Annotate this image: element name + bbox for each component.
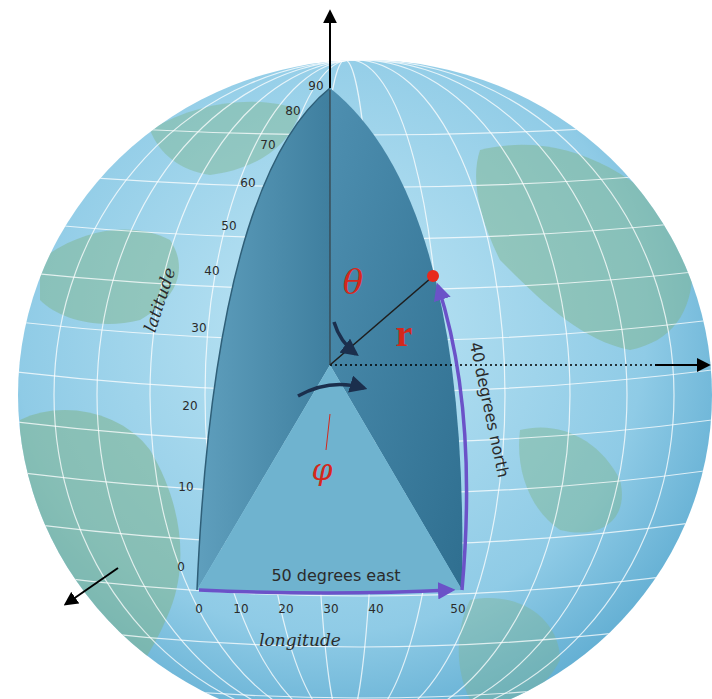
longitude-tick: 50	[450, 603, 465, 615]
latitude-tick: 60	[240, 177, 255, 189]
phi-leader	[326, 414, 330, 450]
latitude-tick: 90	[308, 80, 323, 92]
longitude-tick: 30	[323, 603, 338, 615]
point-marker	[427, 270, 439, 282]
latitude-tick: 20	[182, 400, 197, 412]
latitude-tick: 30	[191, 322, 206, 334]
latitude-tick: 50	[221, 220, 236, 232]
longitude-tick: 40	[368, 603, 383, 615]
y-axis	[655, 364, 708, 366]
vector-symbol: r	[396, 314, 413, 352]
y-axis-inner	[330, 364, 655, 366]
z-axis	[329, 12, 331, 88]
latitude-tick: 10	[178, 481, 193, 493]
longitude-tick: 0	[195, 603, 203, 615]
x-axis	[66, 568, 118, 604]
latitude-tick: 40	[204, 265, 219, 277]
graticule	[0, 60, 712, 699]
longitude-tick: 10	[233, 603, 248, 615]
latitude-tick: 80	[285, 105, 300, 117]
phi-arrow	[298, 384, 364, 396]
equator-plane	[197, 365, 462, 593]
latitude-tick: 70	[260, 139, 275, 151]
longitude-tick: 20	[278, 603, 293, 615]
polar-axis-inner	[330, 90, 331, 365]
theta-arrow	[334, 322, 356, 354]
globe-sphere	[18, 60, 712, 699]
prime-meridian-edge	[197, 88, 330, 590]
angle-symbol: θ	[343, 265, 363, 299]
arc-label: 50 degrees east	[271, 568, 400, 584]
latitude-tick: 0	[177, 561, 185, 573]
latitude-arc	[438, 286, 467, 590]
longitude-arc	[199, 590, 452, 593]
angle-symbol: φ	[311, 455, 332, 485]
axis-title: longitude	[259, 632, 341, 649]
